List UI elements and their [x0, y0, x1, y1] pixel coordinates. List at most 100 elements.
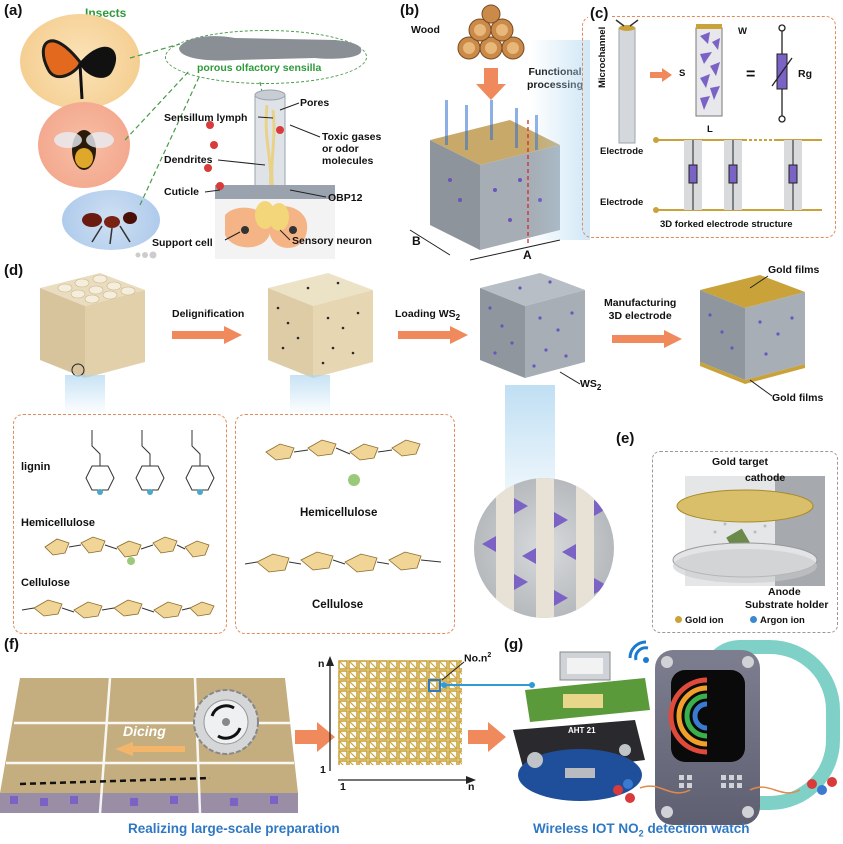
gold-films-top-label: Gold films	[768, 264, 820, 276]
sensor-array-grid	[338, 660, 462, 765]
anode-label: Anode	[768, 586, 801, 598]
cellulose-structure-box	[235, 414, 455, 634]
gold-film-leaders	[749, 275, 773, 397]
wifi-icon	[626, 638, 660, 666]
delignification-label: Delignification	[172, 308, 245, 320]
panel-label-b: (b)	[400, 2, 420, 19]
panel-e-box	[652, 451, 838, 633]
sensilla-shape	[179, 36, 362, 61]
sensilla-ellipse	[165, 30, 367, 84]
ant-image	[62, 190, 160, 250]
dendrites-label: Dendrites	[164, 154, 213, 166]
loading-ws2-label: Loading WS2	[395, 308, 461, 323]
arrow-delignification	[172, 326, 242, 344]
cuticle-label: Cuticle	[164, 186, 200, 198]
lignin-monomers	[85, 430, 215, 495]
pores-label: Pores	[300, 97, 330, 109]
arrow-to-device	[468, 722, 506, 752]
width-w-label: W	[738, 26, 747, 37]
cellulose-chain-right	[244, 551, 442, 573]
ws2-leader	[559, 371, 581, 385]
axis-n-right: n	[468, 781, 475, 793]
count-leader	[441, 661, 465, 681]
ws2-fiber-closeup	[474, 478, 614, 618]
panel-label-g: (g)	[504, 636, 524, 653]
ws2-loaded-block	[480, 273, 585, 378]
length-s-label: S	[679, 68, 686, 79]
delignified-wood-block	[268, 273, 373, 378]
sensilla-label: porous olfactory sensilla	[197, 62, 322, 74]
thought-dots	[135, 250, 157, 260]
functional-wood-block	[409, 100, 561, 261]
cathode-label: cathode	[745, 472, 786, 484]
panel-label-c: (c)	[588, 5, 611, 22]
caption-g: Wireless IOT NO2 detection watch	[533, 821, 750, 839]
equals-sign: =	[746, 66, 756, 83]
arrow-manufacturing	[612, 330, 682, 348]
sensory-neuron-label: Sensory neuron	[292, 235, 372, 247]
microchannel-tube	[615, 19, 639, 144]
gold-electrode-block	[700, 275, 805, 384]
hemicellulose-chain-right	[265, 439, 421, 486]
arrow-to-array	[295, 722, 335, 752]
panel-label-f: (f)	[4, 636, 19, 653]
caption-f: Realizing large-scale preparation	[128, 821, 340, 836]
c-small-arrow	[650, 68, 672, 82]
hemicellulose-left-label: Hemicellulose	[21, 517, 95, 529]
beam-to-box-2	[290, 375, 330, 415]
hemicellulose-right-label: Hemicellulose	[300, 507, 378, 519]
support-cell-label: Support cell	[152, 237, 213, 249]
beam-to-box-1	[65, 375, 105, 415]
butterfly-image	[20, 14, 140, 109]
panel-c-box	[582, 16, 836, 238]
lignin-structure-box	[13, 414, 227, 634]
channel-segment	[695, 24, 723, 117]
gold-ion-legend: Gold ion	[675, 615, 724, 626]
arrow-loading-ws2	[398, 326, 468, 344]
wood-label: Wood	[411, 24, 440, 36]
cellulose-right-label: Cellulose	[312, 599, 364, 611]
sensillum-lymph-label: Sensillum lymph	[164, 112, 248, 124]
toxic-gases-label: Toxic gases or odor molecules	[322, 131, 382, 167]
axis-1-left: 1	[320, 764, 326, 776]
hemicellulose-chain-left	[44, 536, 210, 565]
axis-1-bottom: 1	[340, 781, 346, 793]
dicing-label: Dicing	[123, 723, 166, 739]
gold-target-label: Gold target	[712, 456, 769, 468]
array-to-device-link	[441, 682, 535, 688]
processing-arrow	[476, 68, 506, 100]
panel-label-d: (d)	[4, 262, 24, 279]
array-count-label: No.n2	[464, 652, 492, 665]
obp12-label: OBP12	[328, 192, 363, 204]
ws2-label: WS2	[580, 378, 602, 393]
wood-logs	[457, 4, 525, 60]
argon-ion-legend: Argon ion	[750, 615, 805, 626]
zoom-beam-fiber	[505, 385, 555, 495]
rg-label: Rg	[798, 68, 812, 80]
variable-resistor-symbol	[771, 24, 793, 123]
microchannel-label: Microchannel	[597, 26, 608, 88]
exploded-circuit-board	[513, 651, 650, 801]
cellulose-chain-left	[21, 599, 215, 619]
dimension-b-label: B	[412, 234, 421, 248]
electrode-top-label: Electrode	[600, 146, 644, 157]
zoom-beam	[530, 40, 590, 240]
sputtering-chamber	[672, 476, 825, 586]
forked-electrode-circuit	[653, 137, 822, 213]
substrate-holder-label: Substrate holder	[745, 599, 829, 611]
cellulose-left-label: Cellulose	[21, 577, 70, 589]
forked-electrode-caption: 3D forked electrode structure	[660, 219, 793, 230]
dimension-a-label: A	[523, 248, 532, 262]
aht21-chip-label: AHT 21	[566, 726, 598, 735]
axis-n-top: n	[318, 658, 325, 670]
electrode-bottom-label: Electrode	[600, 197, 644, 208]
bee-image	[38, 102, 130, 188]
length-l-label: L	[707, 124, 713, 135]
sensory-neuron-diagram	[215, 85, 335, 260]
gold-films-bottom-label: Gold films	[772, 392, 824, 404]
odor-molecules	[204, 121, 284, 190]
saw-blade-icon	[190, 686, 262, 758]
natural-wood-block	[40, 273, 145, 378]
